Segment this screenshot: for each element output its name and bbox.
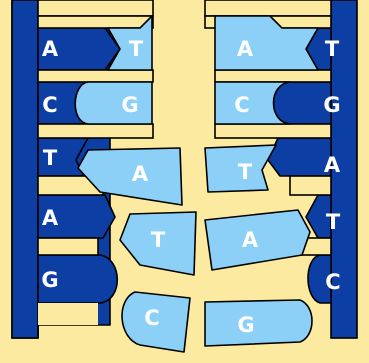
left-template-G: [37, 254, 119, 304]
right-template-letter-1: T: [325, 37, 340, 61]
left-paired-letter-4: T: [151, 228, 166, 252]
left-template-letter-2: C: [42, 93, 57, 117]
left-new-C: [121, 291, 191, 353]
right-template-G: [272, 81, 332, 125]
right-new-bases: [204, 15, 319, 347]
right-new-A: [214, 15, 319, 71]
left-new-bases: [74, 15, 197, 353]
left-template-letter-4: A: [42, 206, 59, 230]
left-template-letter-3: T: [43, 146, 58, 170]
left-template-letter-5: G: [41, 268, 58, 292]
left-new-A: [77, 147, 183, 206]
left-new-T: [107, 15, 153, 71]
right-template-letter-5: C: [325, 270, 340, 294]
right-paired-letter-3: T: [238, 160, 253, 184]
right-new-A2: [204, 209, 311, 271]
right-template-letter-3: A: [324, 153, 341, 177]
left-paired-letter-1: T: [129, 37, 144, 61]
right-paired-letter-5: G: [237, 313, 254, 337]
left-template-letter-1: A: [42, 37, 59, 61]
left-paired-letter-5: C: [144, 306, 159, 330]
left-new-G: [74, 81, 153, 125]
right-template-A: [267, 137, 332, 177]
right-new-G: [204, 299, 313, 347]
left-backbone: [11, 0, 154, 339]
left-paired-letter-3: A: [132, 162, 149, 186]
right-paired-letter-2: C: [234, 93, 249, 117]
left-new-T2: [119, 211, 197, 276]
right-new-T: [204, 144, 277, 193]
right-paired-letter-4: A: [242, 228, 259, 252]
right-template-letter-2: G: [323, 93, 340, 117]
right-new-C: [214, 81, 291, 125]
base-letters: A C T A G T G A T C A C T A G T G A T C: [41, 37, 340, 337]
right-template-letter-4: T: [326, 210, 341, 234]
left-paired-letter-2: G: [121, 93, 138, 117]
right-paired-letter-1: A: [237, 37, 254, 61]
